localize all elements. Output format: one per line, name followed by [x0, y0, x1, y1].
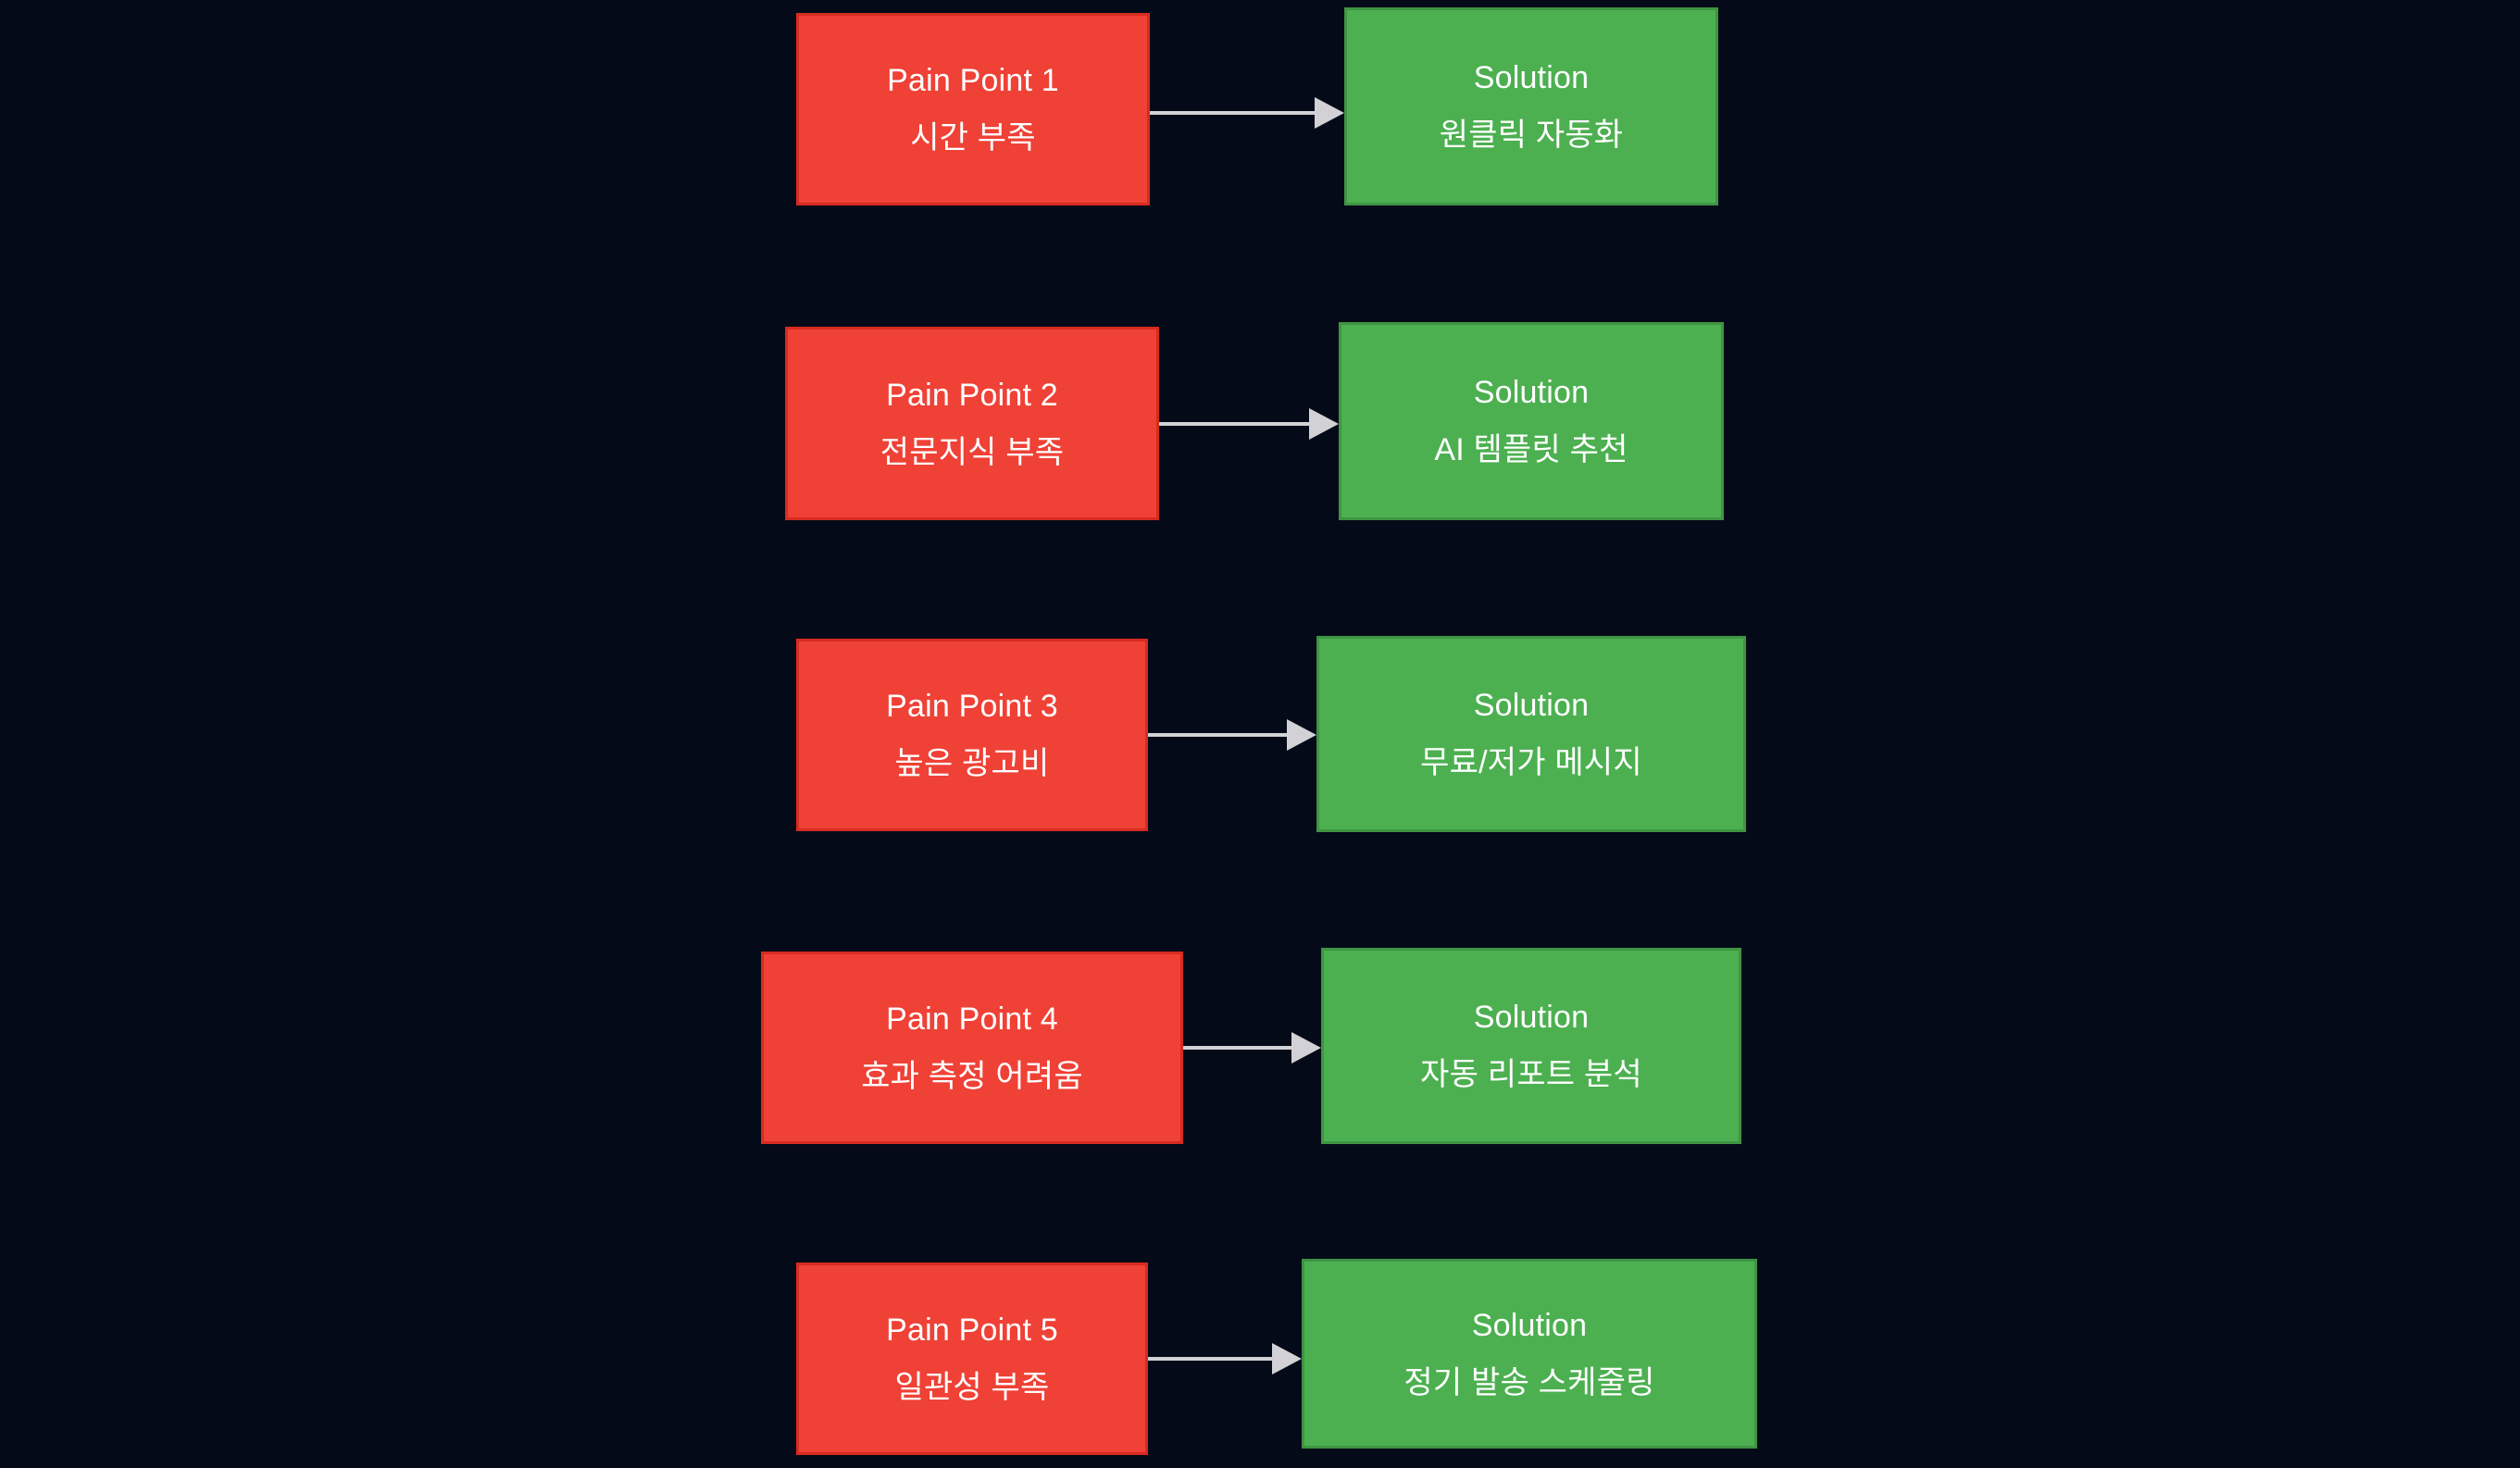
solution-title: Solution — [1473, 375, 1590, 410]
pain-point-title: Pain Point 3 — [886, 689, 1058, 724]
arrow-head — [1272, 1343, 1302, 1375]
arrow-shaft — [1150, 111, 1316, 115]
solution-description: 정기 발송 스케줄링 — [1403, 1364, 1655, 1400]
pain-point-title: Pain Point 1 — [887, 63, 1059, 98]
solution-description: 자동 리포트 분석 — [1420, 1057, 1642, 1092]
pain-point-node[interactable]: Pain Point 5 일관성 부족 — [796, 1263, 1148, 1455]
arrow-head — [1287, 719, 1316, 751]
pain-point-node[interactable]: Pain Point 3 높은 광고비 — [796, 639, 1148, 831]
arrow-shaft — [1183, 1046, 1293, 1050]
pain-point-node[interactable]: Pain Point 2 전문지식 부족 — [785, 327, 1159, 520]
solution-description: 원클릭 자동화 — [1439, 118, 1624, 153]
solution-title: Solution — [1471, 1307, 1588, 1343]
arrow-shaft — [1159, 422, 1311, 426]
arrow-head — [1291, 1032, 1321, 1064]
arrow-shaft — [1148, 1357, 1274, 1361]
pain-point-description: 시간 부족 — [910, 120, 1036, 156]
pain-point-description: 효과 측정 어려움 — [861, 1059, 1083, 1094]
pain-point-node[interactable]: Pain Point 1 시간 부족 — [796, 13, 1150, 205]
pain-point-description: 높은 광고비 — [894, 746, 1050, 781]
solution-node[interactable]: Solution 정기 발송 스케줄링 — [1302, 1259, 1757, 1449]
solution-title: Solution — [1473, 60, 1590, 95]
arrow-head — [1309, 408, 1339, 440]
solution-title: Solution — [1473, 1000, 1590, 1035]
pain-point-node[interactable]: Pain Point 4 효과 측정 어려움 — [761, 952, 1183, 1144]
solution-title: Solution — [1473, 688, 1590, 723]
solution-node[interactable]: Solution 원클릭 자동화 — [1344, 7, 1718, 205]
pain-point-title: Pain Point 4 — [886, 1001, 1058, 1037]
pain-point-title: Pain Point 2 — [886, 377, 1058, 413]
solution-node[interactable]: Solution 자동 리포트 분석 — [1321, 948, 1741, 1144]
solution-node[interactable]: Solution AI 템플릿 추천 — [1339, 322, 1724, 520]
arrow-shaft — [1148, 733, 1289, 737]
solution-node[interactable]: Solution 무료/저가 메시지 — [1316, 636, 1746, 832]
pain-point-title: Pain Point 5 — [886, 1312, 1058, 1348]
solution-description: AI 템플릿 추천 — [1434, 432, 1628, 467]
pain-point-description: 일관성 부족 — [894, 1370, 1050, 1405]
pain-point-description: 전문지식 부족 — [880, 434, 1065, 470]
arrow-head — [1315, 97, 1344, 129]
solution-description: 무료/저가 메시지 — [1420, 745, 1642, 780]
